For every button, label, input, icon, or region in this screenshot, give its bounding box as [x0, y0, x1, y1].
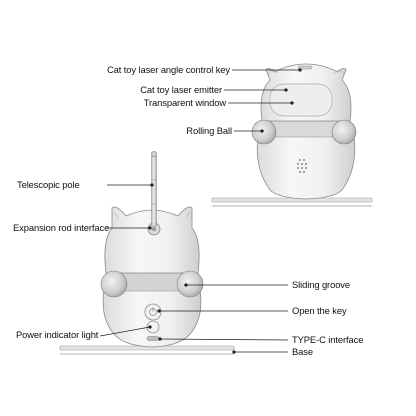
- rolling-ball-right-bottom: [176, 270, 204, 298]
- ear-left-top: [267, 68, 279, 75]
- power-indicator-shape: [146, 320, 160, 334]
- label-typec-interface: TYPE-C interface: [292, 334, 364, 345]
- ear-right-top: [333, 68, 345, 75]
- open-key-shape: [144, 303, 162, 321]
- label-expansion-rod-interface: Expansion rod interface: [13, 222, 110, 233]
- leader-lines: [99, 68, 302, 354]
- base-plate-top: [211, 197, 373, 207]
- transparent-window-shape: [269, 83, 333, 117]
- label-telescopic-pole: Telescopic pole: [17, 179, 80, 190]
- label-laser-emitter: Cat toy laser emitter: [140, 84, 222, 95]
- device-top: [211, 63, 373, 207]
- label-power-indicator-light: Power indicator light: [16, 329, 99, 340]
- label-transparent-window: Transparent window: [143, 97, 226, 108]
- label-rolling-ball: Rolling Ball: [186, 125, 232, 136]
- device-bottom: [59, 151, 235, 355]
- base-plate-bottom: [59, 345, 235, 355]
- laser-angle-key: [297, 65, 313, 70]
- typec-port-shape: [146, 336, 160, 341]
- ear-left-bottom: [113, 211, 119, 219]
- rolling-ball-left-top: [251, 119, 277, 145]
- interface-hole: [151, 226, 157, 232]
- ear-right-bottom: [185, 211, 191, 219]
- rolling-ball-right-top: [331, 119, 357, 145]
- pole-tip: [151, 151, 157, 157]
- label-sliding-groove: Sliding groove: [292, 279, 351, 290]
- rolling-ball-left-bottom: [100, 270, 128, 298]
- label-open-the-key: Open the key: [292, 305, 347, 316]
- label-base: Base: [292, 346, 313, 357]
- speaker-grill-top: [296, 158, 308, 174]
- telescopic-pole-shape: [151, 155, 157, 227]
- label-angle-control-key: Cat toy laser angle control key: [106, 64, 230, 75]
